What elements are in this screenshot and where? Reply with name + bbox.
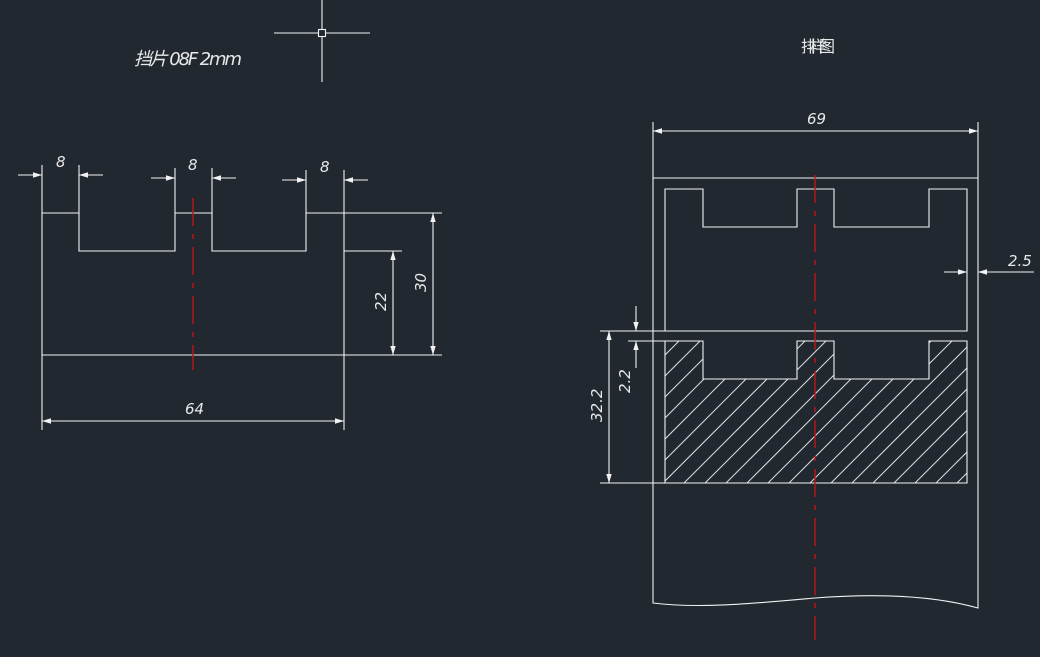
crosshair-cursor-icon	[274, 0, 370, 82]
dim-gap-label: 2.2	[616, 369, 634, 393]
dim-slot-right: 8	[282, 158, 368, 213]
dim-width: 64	[41, 355, 345, 430]
strip-outline	[652, 177, 979, 609]
dim-strip-width-label: 69	[807, 110, 826, 128]
part-title: 挡片 08F 2mm	[134, 49, 242, 70]
dim-height-label: 30	[412, 273, 430, 292]
layout-title: 排样图	[801, 37, 835, 56]
dim-slot-mid: 8	[151, 156, 236, 213]
part-view: 8 8 8 64	[18, 153, 442, 430]
dim-pitch-label: 32.2	[588, 389, 606, 422]
dim-pitch: 32.2	[588, 330, 665, 484]
layout-part-2-hatch	[665, 341, 967, 483]
dim-slot-depth-label: 22	[372, 292, 390, 311]
layout-view: 69 2.5 2.2 32.2	[588, 110, 1034, 640]
dim-strip-width: 69	[652, 110, 979, 178]
dim-gap: 2.2	[616, 306, 683, 393]
dim-height: 30	[344, 212, 442, 355]
dim-width-label: 64	[185, 400, 204, 418]
dim-edge-margin-label: 2.5	[1008, 252, 1032, 270]
dim-edge-margin: 2.5	[944, 252, 1034, 275]
dim-slot-left: 8	[18, 153, 103, 213]
dim-slot-mid-label: 8	[188, 156, 198, 174]
layout-part-1	[664, 188, 968, 332]
dim-slot-left-label: 8	[56, 153, 66, 171]
layout-part-2	[664, 340, 968, 484]
dim-slot-right-label: 8	[320, 158, 330, 176]
dim-slot-depth: 22	[344, 250, 442, 356]
